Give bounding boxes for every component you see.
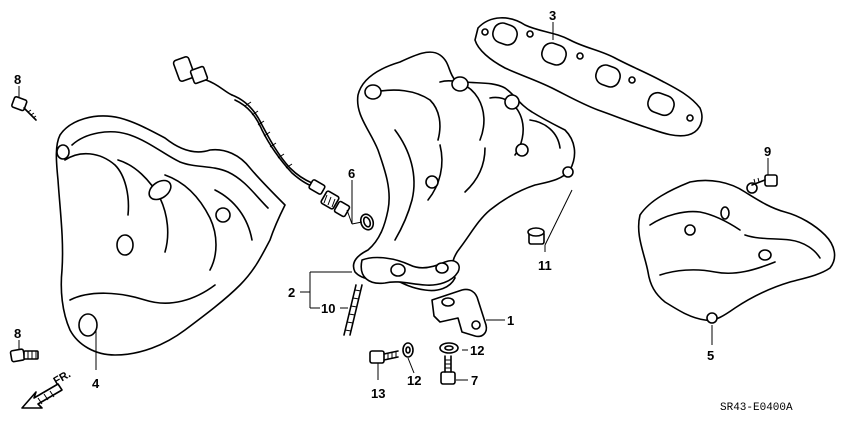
manifold-cover-upper [55, 115, 286, 356]
callout-2: 2 [288, 285, 295, 300]
callout-4: 4 [92, 376, 100, 391]
callout-7: 7 [471, 373, 478, 388]
stud-bolt [343, 284, 363, 336]
manifold-bracket [431, 288, 488, 338]
flange-bolt-upper [11, 96, 37, 121]
washer-b [439, 342, 459, 354]
oxygen-sensor [172, 55, 351, 218]
callout-9: 9 [764, 144, 771, 159]
bolt-13 [369, 350, 399, 364]
callout-13: 13 [371, 386, 385, 401]
callout-8-lower: 8 [14, 326, 21, 341]
front-direction-label: FR. [52, 368, 73, 387]
leader-lines [18, 22, 769, 381]
manifold-gasket [474, 17, 703, 137]
callout-5: 5 [707, 348, 714, 363]
bolt-7 [440, 355, 456, 385]
callout-10: 10 [321, 301, 335, 316]
callout-12-right: 12 [470, 343, 484, 358]
washer-a [402, 342, 414, 358]
callout-11: 11 [538, 258, 552, 273]
heat-shield [637, 179, 836, 324]
flange-nut [527, 227, 545, 245]
exhaust-manifold [352, 51, 576, 292]
callout-1: 1 [507, 313, 514, 328]
flange-bolt-lower [9, 348, 39, 363]
shield-bolt [751, 174, 778, 187]
front-direction-arrow: FR. [21, 368, 73, 409]
callout-6: 6 [348, 166, 355, 181]
sensor-gasket [359, 213, 375, 231]
callout-8-upper: 8 [14, 72, 21, 87]
diagram-code: SR43-E0400A [720, 402, 793, 414]
callout-3: 3 [549, 8, 556, 23]
callout-12-left: 12 [407, 373, 421, 388]
